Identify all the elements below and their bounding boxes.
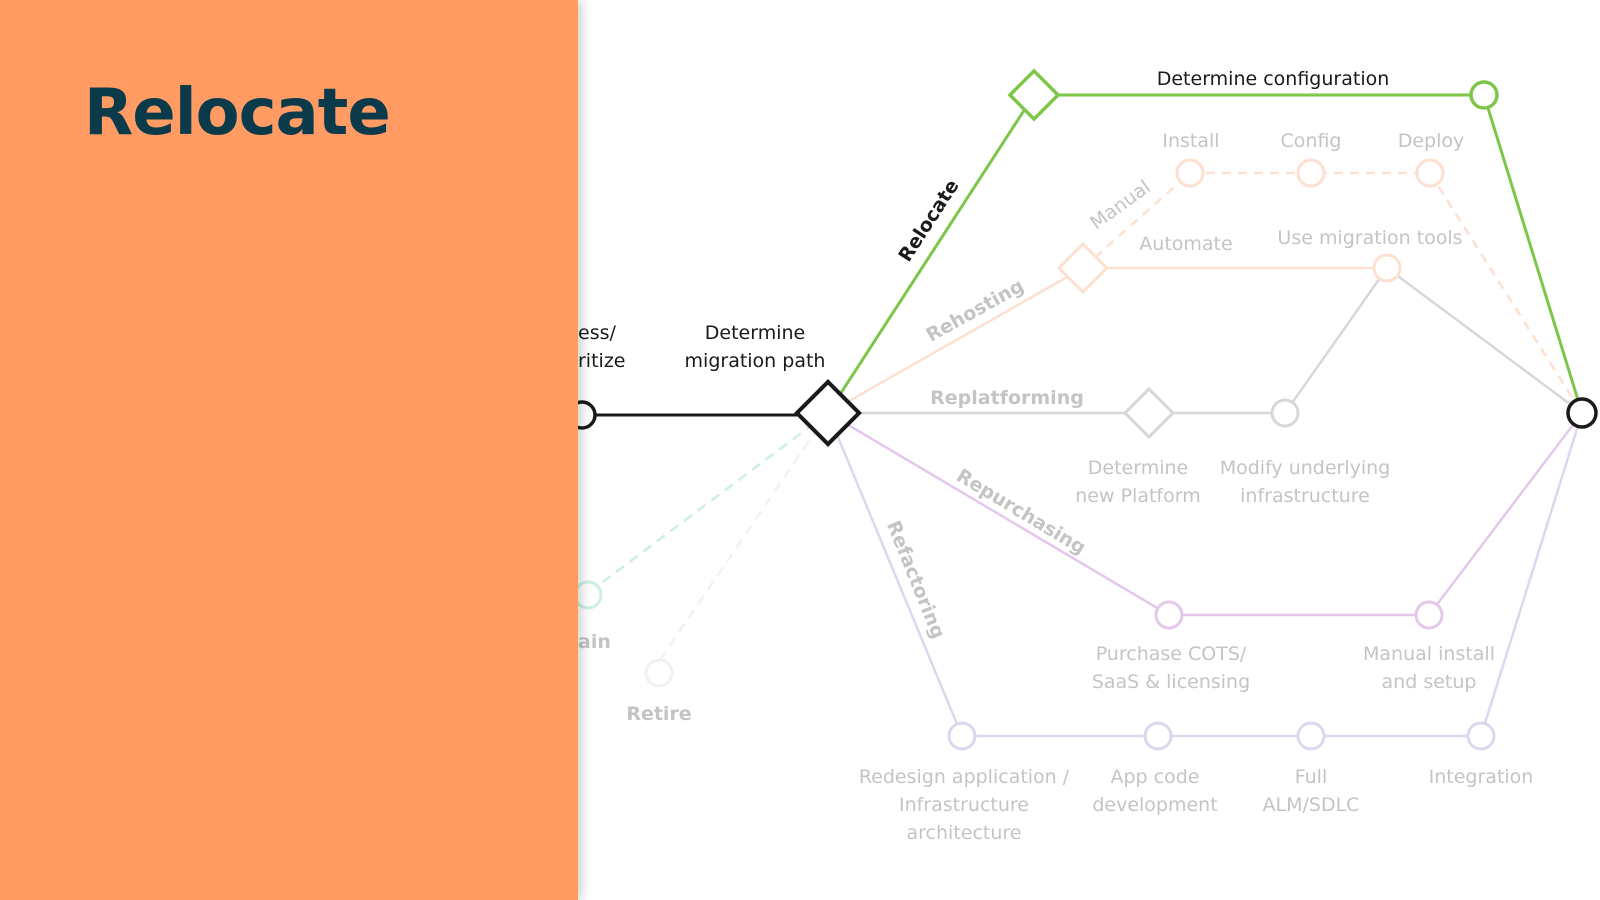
integration-node[interactable] <box>1466 721 1496 751</box>
retain-node[interactable] <box>573 580 603 610</box>
app-code-label-line-1: App code <box>1111 766 1200 788</box>
deploy-node[interactable] <box>1415 158 1445 188</box>
repurchasing-path-label: Repurchasing <box>953 465 1090 559</box>
modify-infrastructure-label-line-1: Modify underlying <box>1220 457 1391 479</box>
new-platform-node[interactable] <box>1122 386 1176 440</box>
alm-label-line-2: ALM/SDLC <box>1263 794 1360 816</box>
repurchasing-path <box>827 411 1583 617</box>
app-code-node[interactable] <box>1143 721 1173 751</box>
redesign-label-line-2: Infrastructure <box>899 794 1029 816</box>
retain-branch <box>573 412 829 610</box>
modify-infrastructure-label-line-2: infrastructure <box>1240 485 1370 507</box>
app-code-label-line-2: development <box>1092 794 1217 816</box>
integration-label: Integration <box>1429 766 1534 788</box>
manual-label: Manual <box>1086 176 1155 234</box>
configuration-decision-node[interactable] <box>1007 68 1061 122</box>
cots-label-line-2: SaaS & licensing <box>1092 671 1250 693</box>
title-panel: Relocate <box>0 0 578 900</box>
config-label: Config <box>1281 130 1342 152</box>
alm-label-line-1: Full <box>1295 766 1328 788</box>
migration-path-label-line-1: Determine <box>705 322 805 344</box>
assess-label-line-1: ess/ <box>578 322 616 344</box>
page-title: Relocate <box>84 76 391 150</box>
retire-label: Retire <box>626 703 691 725</box>
new-platform-label-line-1: Determine <box>1088 457 1188 479</box>
retire-node[interactable] <box>644 658 674 688</box>
assess-label-line-2: ritize <box>578 350 625 372</box>
migration-path-label-line-2: migration path <box>685 350 826 372</box>
determine-configuration-label: Determine configuration <box>1157 68 1390 90</box>
redesign-label-line-1: Redesign application / <box>859 766 1070 788</box>
manual-install-node[interactable] <box>1414 600 1444 630</box>
manual-install-label-line-2: and setup <box>1382 671 1477 693</box>
rehosting-decision-node[interactable] <box>1056 241 1110 295</box>
refactoring-path <box>826 412 1584 738</box>
modify-infrastructure-node[interactable] <box>1270 398 1300 428</box>
replatforming-path <box>856 266 1583 415</box>
cots-label-line-1: Purchase COTS/ <box>1096 643 1247 665</box>
install-node[interactable] <box>1175 158 1205 188</box>
relocate-path <box>826 93 1584 414</box>
redesign-node[interactable] <box>947 721 977 751</box>
redesign-label-line-3: architecture <box>907 822 1022 844</box>
alm-node[interactable] <box>1296 721 1326 751</box>
retire-branch <box>644 412 830 688</box>
end-node[interactable] <box>1566 397 1598 429</box>
install-label: Install <box>1162 130 1219 152</box>
retain-label: ain <box>578 631 611 653</box>
configuration-end-node[interactable] <box>1469 80 1499 110</box>
migration-path-decision-node[interactable] <box>794 379 862 447</box>
automate-label: Automate <box>1139 233 1232 255</box>
config-node[interactable] <box>1296 158 1326 188</box>
rehosting-path-label: Rehosting <box>922 275 1027 347</box>
deploy-label: Deploy <box>1398 130 1465 152</box>
migration-tools-label: Use migration tools <box>1277 227 1462 249</box>
cots-node[interactable] <box>1154 600 1184 630</box>
new-platform-label-line-2: new Platform <box>1075 485 1200 507</box>
manual-install-label-line-1: Manual install <box>1363 643 1495 665</box>
replatforming-path-label: Replatforming <box>930 387 1084 409</box>
migration-tools-node[interactable] <box>1372 253 1402 283</box>
